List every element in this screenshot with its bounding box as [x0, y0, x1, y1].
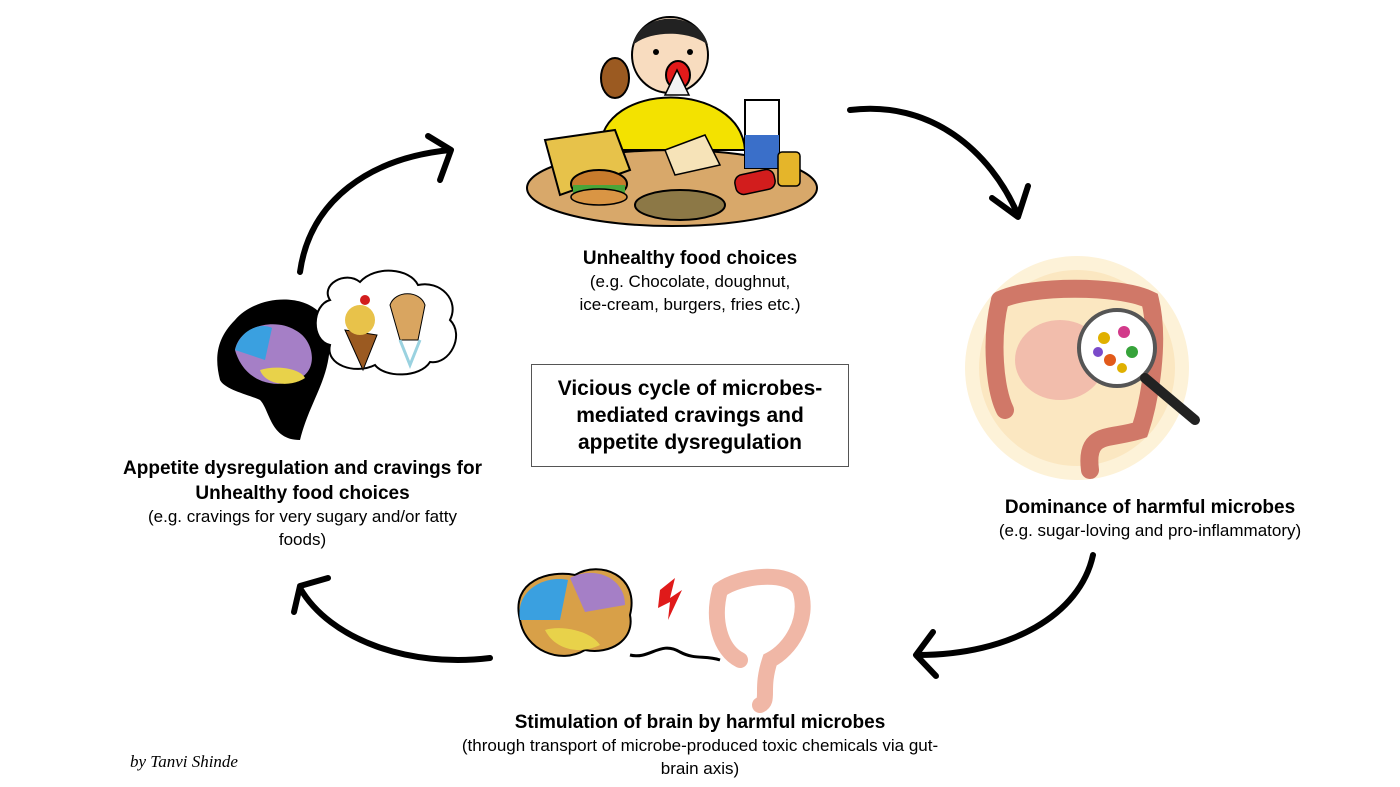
brain-detail: (through transport of microbe-produced t…: [461, 736, 939, 778]
microbes-title: Dominance of harmful microbes: [1004, 497, 1296, 518]
food-caption: Unhealthy food choices (e.g. Chocolate, …: [535, 246, 845, 316]
appetite-caption: Appetite dysregulation and cravings for …: [120, 456, 485, 551]
arrow-brain-to-appetite: [291, 575, 493, 663]
brain-title: Stimulation of brain by harmful microbes: [514, 712, 886, 733]
arrow-food-to-microbes: [847, 105, 1031, 220]
brain-caption: Stimulation of brain by harmful microbes…: [440, 710, 960, 780]
microbes-detail: (e.g. sugar-loving and pro-inflammatory): [998, 521, 1302, 541]
center-title-box: Vicious cycle of microbes-mediated cravi…: [531, 364, 849, 467]
appetite-title: Appetite dysregulation and cravings for …: [123, 458, 482, 505]
appetite-detail: (e.g. cravings for very sugary and/or fa…: [148, 507, 457, 549]
food-title: Unhealthy food choices: [582, 248, 798, 269]
arrow-appetite-to-food: [297, 133, 454, 275]
microbes-caption: Dominance of harmful microbes (e.g. suga…: [960, 495, 1340, 543]
author-credit: by Tanvi Shinde: [130, 752, 238, 771]
center-title: Vicious cycle of microbes-mediated cravi…: [557, 376, 823, 455]
food-detail: (e.g. Chocolate, doughnut, ice-cream, bu…: [579, 272, 801, 314]
arrow-microbes-to-brain: [913, 552, 1096, 679]
